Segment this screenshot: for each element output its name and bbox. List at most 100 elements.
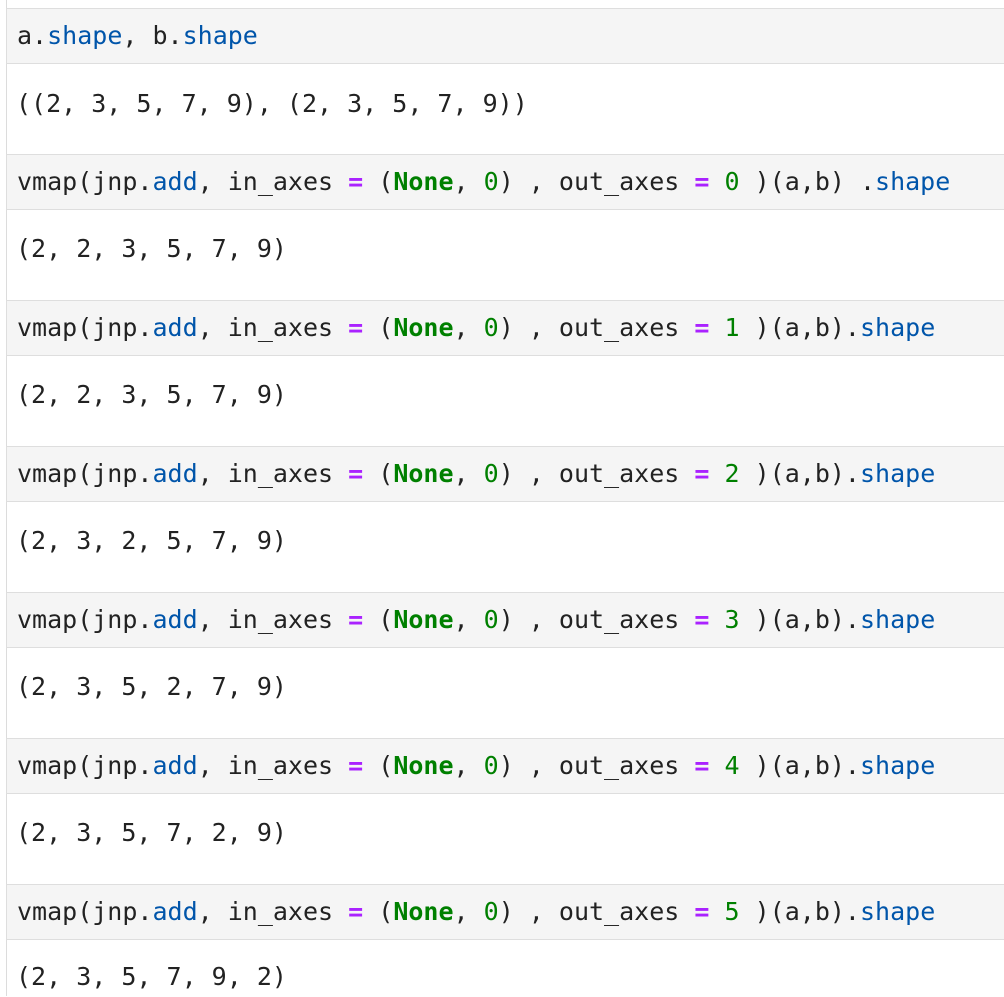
code-token: ( <box>363 313 394 342</box>
cell-output: (2, 3, 5, 2, 7, 9) <box>16 672 287 701</box>
code-number: 0 <box>483 459 499 488</box>
code-token: , in_axes <box>197 459 349 488</box>
code-cell-input[interactable]: vmap(jnp.add, in_axes = (None, 0) , out_… <box>6 446 1004 502</box>
code-cell-input[interactable]: a.shape, b.shape <box>6 8 1004 64</box>
code-number: 4 <box>724 751 740 780</box>
code-operator: = <box>694 459 710 488</box>
code-token: ) , out_axes <box>498 313 695 342</box>
code-attribute: shape <box>875 167 951 196</box>
code-token: ( <box>363 751 394 780</box>
code-token <box>709 459 724 488</box>
code-operator: = <box>348 605 364 634</box>
code-token: , <box>453 605 484 634</box>
code-attribute: add <box>152 167 198 196</box>
code-token: , <box>453 751 484 780</box>
code-attribute: add <box>152 459 198 488</box>
code-token: ) , out_axes <box>498 605 695 634</box>
code-operator: = <box>694 897 710 926</box>
code-token: ) , out_axes <box>498 897 695 926</box>
code-token <box>709 897 724 926</box>
code-token: , b. <box>122 21 183 50</box>
code-token: , <box>453 459 484 488</box>
code-operator: = <box>348 313 364 342</box>
code-token: , <box>453 313 484 342</box>
code-cell-input[interactable]: vmap(jnp.add, in_axes = (None, 0) , out_… <box>6 154 1004 210</box>
code-token: ) , out_axes <box>498 459 695 488</box>
code-operator: = <box>694 605 710 634</box>
code-token: ( <box>363 459 394 488</box>
code-token: vmap(jnp. <box>17 313 153 342</box>
code-token: , <box>453 167 484 196</box>
code-token: vmap(jnp. <box>17 751 153 780</box>
code-token <box>709 313 724 342</box>
code-token: ( <box>363 897 394 926</box>
code-keyword: None <box>393 313 454 342</box>
code-attribute: add <box>152 605 198 634</box>
code-keyword: None <box>393 897 454 926</box>
code-operator: = <box>348 897 364 926</box>
code-token <box>709 605 724 634</box>
code-cell-input[interactable]: vmap(jnp.add, in_axes = (None, 0) , out_… <box>6 300 1004 356</box>
code-cell-input[interactable]: vmap(jnp.add, in_axes = (None, 0) , out_… <box>6 592 1004 648</box>
code-token: vmap(jnp. <box>17 459 153 488</box>
code-token: , in_axes <box>197 897 349 926</box>
code-keyword: None <box>393 167 454 196</box>
code-token: , in_axes <box>197 751 349 780</box>
code-number: 3 <box>724 605 740 634</box>
code-number: 0 <box>483 313 499 342</box>
code-number: 0 <box>724 167 740 196</box>
code-token: )(a,b). <box>739 459 860 488</box>
code-operator: = <box>694 313 710 342</box>
code-attribute: shape <box>859 459 936 488</box>
cell-output: (2, 2, 3, 5, 7, 9) <box>16 380 287 409</box>
code-token: )(a,b) . <box>739 167 876 196</box>
code-token: , in_axes <box>197 313 349 342</box>
code-attribute: add <box>152 313 198 342</box>
cell-output: (2, 3, 5, 7, 2, 9) <box>16 818 287 847</box>
code-number: 0 <box>483 167 499 196</box>
code-token: ( <box>363 605 394 634</box>
code-attribute: add <box>152 897 198 926</box>
code-number: 1 <box>724 313 740 342</box>
cell-output: (2, 3, 5, 7, 9, 2) <box>16 962 287 991</box>
code-token: )(a,b). <box>739 605 860 634</box>
code-token: , in_axes <box>197 167 349 196</box>
code-attribute: shape <box>859 751 936 780</box>
code-token: a. <box>17 21 48 50</box>
code-attribute: shape <box>47 21 123 50</box>
code-operator: = <box>694 167 710 196</box>
code-token: ) , out_axes <box>498 167 695 196</box>
code-token: )(a,b). <box>739 897 860 926</box>
code-keyword: None <box>393 605 454 634</box>
code-operator: = <box>348 167 364 196</box>
code-cell-input[interactable]: vmap(jnp.add, in_axes = (None, 0) , out_… <box>6 884 1004 940</box>
code-token: ( <box>363 167 394 196</box>
code-attribute: shape <box>182 21 258 50</box>
code-attribute: shape <box>859 897 936 926</box>
code-operator: = <box>348 751 364 780</box>
code-number: 2 <box>724 459 740 488</box>
code-token: )(a,b). <box>739 313 860 342</box>
code-number: 0 <box>483 751 499 780</box>
code-operator: = <box>694 751 710 780</box>
cell-output: (2, 3, 2, 5, 7, 9) <box>16 526 287 555</box>
code-operator: = <box>348 459 364 488</box>
code-number: 0 <box>483 605 499 634</box>
code-attribute: shape <box>859 605 936 634</box>
code-token: , in_axes <box>197 605 349 634</box>
code-number: 0 <box>483 897 499 926</box>
code-cell-input[interactable]: vmap(jnp.add, in_axes = (None, 0) , out_… <box>6 738 1004 794</box>
code-token: vmap(jnp. <box>17 897 153 926</box>
code-keyword: None <box>393 751 454 780</box>
code-token: , <box>453 897 484 926</box>
code-keyword: None <box>393 459 454 488</box>
cell-output: (2, 2, 3, 5, 7, 9) <box>16 234 287 263</box>
cell-output: ((2, 3, 5, 7, 9), (2, 3, 5, 7, 9)) <box>16 89 528 118</box>
code-attribute: shape <box>859 313 936 342</box>
code-token: )(a,b). <box>739 751 860 780</box>
code-attribute: add <box>152 751 198 780</box>
code-token <box>709 167 724 196</box>
code-token <box>709 751 724 780</box>
code-number: 5 <box>724 897 740 926</box>
code-token: vmap(jnp. <box>17 605 153 634</box>
